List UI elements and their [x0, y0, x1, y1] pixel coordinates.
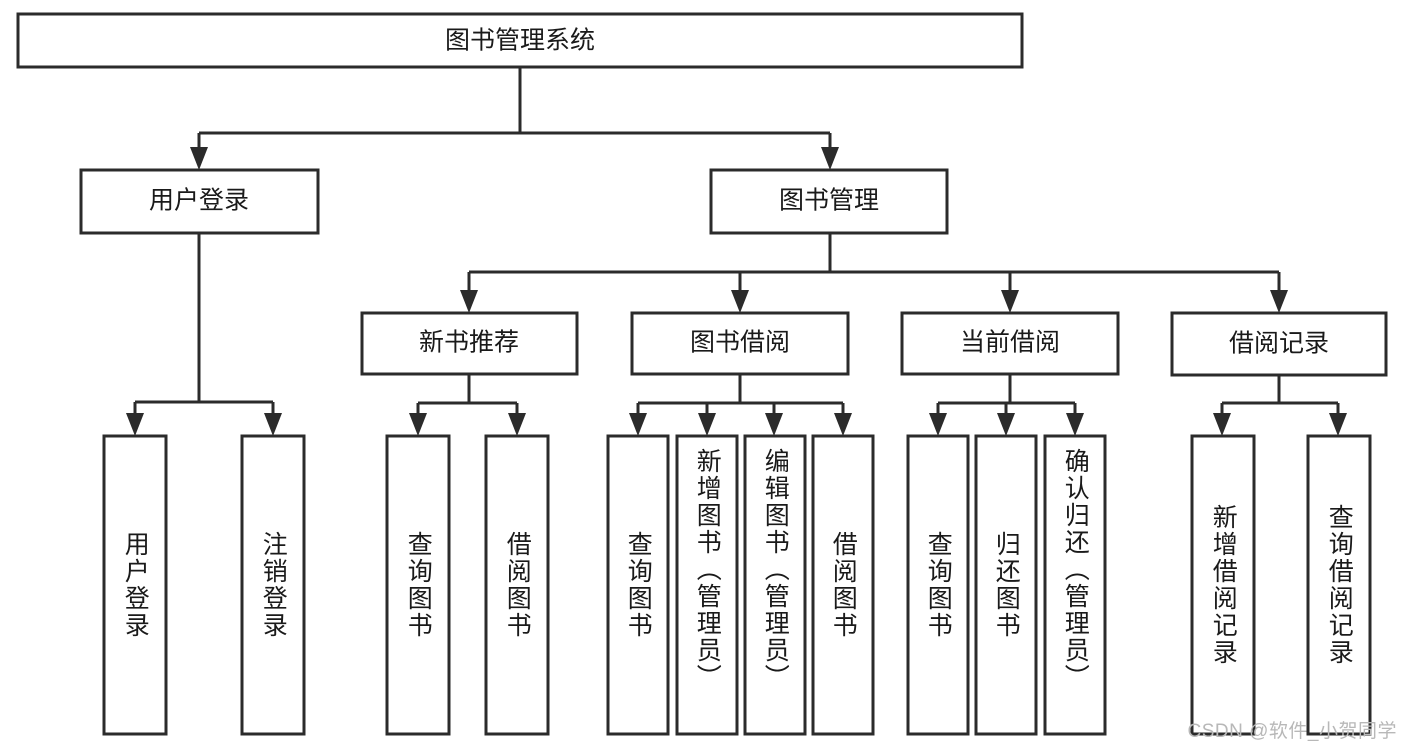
leaf-box-br-2[interactable] [1306, 434, 1372, 736]
node-user-login-label: 用户登录 [149, 187, 249, 215]
leaf-box-nbr-1[interactable] [385, 434, 451, 736]
arrow-head-book-manage [821, 147, 839, 170]
node-book-borrow-box[interactable] [630, 311, 850, 376]
leaf-box-br-1[interactable] [1190, 434, 1256, 736]
arrow-head-cb-leaf3 [1066, 413, 1084, 436]
arrow-head-current-borrow [1001, 290, 1019, 313]
leaf-box-cb-3[interactable] [1043, 434, 1107, 736]
connectors-new-book-recommend-to-leaves [409, 374, 526, 436]
node-book-manage[interactable]: 图书管理 [709, 168, 949, 235]
leaf-box-bb-2[interactable] [675, 434, 739, 736]
arrow-head-book-borrow [731, 290, 749, 313]
node-current-borrow-label: 当前借阅 [960, 329, 1060, 357]
connectors-root-to-level2 [190, 67, 839, 170]
connectors-book-borrow-to-leaves [629, 374, 852, 436]
leaf-boxes-borrow-records [1190, 434, 1372, 736]
leaf-box-bb-3[interactable] [743, 434, 807, 736]
arrow-head-nbr-leaf1 [409, 413, 427, 436]
arrow-head-cb-leaf1 [929, 413, 947, 436]
node-root-box[interactable] [16, 12, 1024, 69]
node-borrow-records-box[interactable] [1170, 311, 1388, 377]
node-book-manage-box[interactable] [709, 168, 949, 235]
node-new-book-recommend-label: 新书推荐 [419, 329, 519, 357]
connectors-borrow-records-to-leaves [1213, 375, 1347, 436]
leaf-boxes-current-borrow [906, 434, 1107, 736]
leaf-box-cb-1[interactable] [906, 434, 970, 736]
node-current-borrow-box[interactable] [900, 311, 1120, 376]
leaf-box-bb-4[interactable] [811, 434, 875, 736]
arrow-head-ul-leaf1 [126, 413, 144, 436]
leaf-box-cb-2[interactable] [974, 434, 1038, 736]
arrow-head-cb-leaf2 [997, 413, 1015, 436]
arrow-head-ul-leaf2 [264, 413, 282, 436]
leaf-box-user-login-2[interactable] [240, 434, 306, 736]
node-root[interactable]: 图书管理系统 [16, 12, 1024, 69]
leaf-boxes-new-book-recommend [385, 434, 550, 736]
csdn-watermark: CSDN @软件_小贺同学 [1187, 721, 1397, 742]
arrow-head-bb-leaf4 [834, 413, 852, 436]
node-current-borrow[interactable]: 当前借阅 [900, 311, 1120, 376]
node-book-manage-label: 图书管理 [779, 187, 879, 215]
leaf-boxes-user-login [102, 434, 306, 736]
arrow-head-bb-leaf3 [765, 413, 783, 436]
connectors-book-manage-to-level3 [460, 233, 1288, 313]
arrow-head-borrow-records [1270, 290, 1288, 313]
arrow-head-br-leaf2 [1329, 413, 1347, 436]
arrow-head-new-book-recommend [460, 290, 478, 313]
arrow-head-nbr-leaf2 [508, 413, 526, 436]
leaf-boxes-book-borrow [606, 434, 875, 736]
arrow-head-bb-leaf1 [629, 413, 647, 436]
node-new-book-recommend-box[interactable] [360, 311, 579, 376]
node-new-book-recommend[interactable]: 新书推荐 [360, 311, 579, 376]
node-user-login[interactable]: 用户登录 [79, 168, 320, 235]
arrow-head-bb-leaf2 [698, 413, 716, 436]
arrow-head-br-leaf1 [1213, 413, 1231, 436]
node-root-label: 图书管理系统 [445, 27, 595, 55]
node-user-login-box[interactable] [79, 168, 320, 235]
leaf-box-bb-1[interactable] [606, 434, 670, 736]
leaf-box-nbr-2[interactable] [484, 434, 550, 736]
node-book-borrow[interactable]: 图书借阅 [630, 311, 850, 376]
connectors-current-borrow-to-leaves [929, 374, 1084, 436]
node-borrow-records[interactable]: 借阅记录 [1170, 311, 1388, 377]
leaf-box-user-login-1[interactable] [102, 434, 168, 736]
node-borrow-records-label: 借阅记录 [1229, 330, 1329, 358]
connectors-user-login-to-leaves [126, 233, 282, 436]
node-book-borrow-label: 图书借阅 [690, 329, 790, 357]
arrow-head-user-login [190, 147, 208, 170]
